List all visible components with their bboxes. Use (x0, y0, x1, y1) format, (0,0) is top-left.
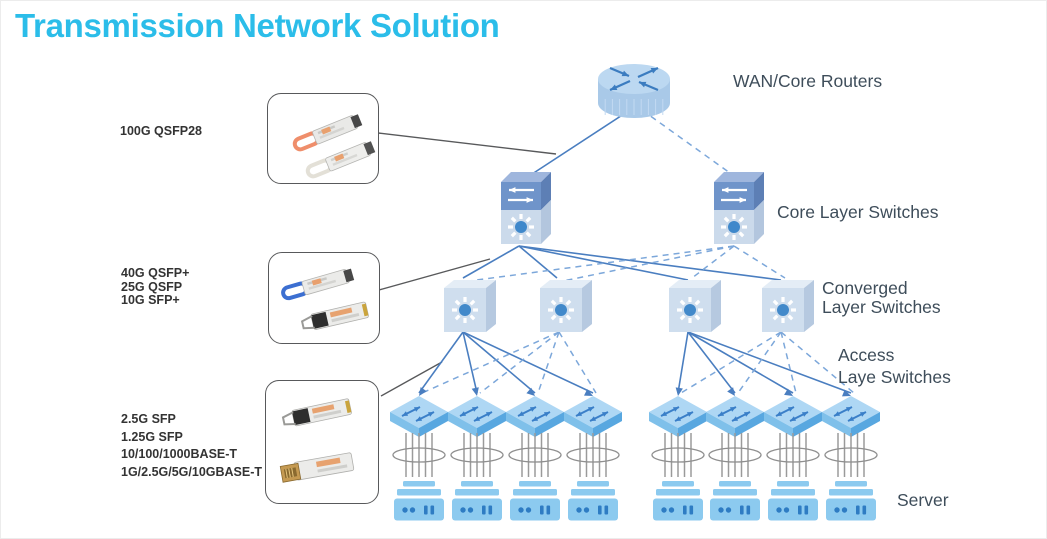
access-layer-switches-label: Access Laye Switches (838, 344, 951, 388)
qsfp28-transceivers-image (292, 114, 376, 179)
access-label-line2: Laye Switches (838, 367, 951, 387)
core-switch-icon (714, 172, 764, 244)
converged-switch-icon (762, 280, 814, 332)
access-switch-icon (822, 396, 880, 437)
server-icon (510, 481, 560, 521)
module-label: 1.25G SFP (121, 429, 183, 444)
module-labels-40g: 40G QSFP+ 25G QSFP 10G SFP+ (121, 266, 190, 308)
server-icon (568, 481, 618, 521)
access-switch-icon (564, 396, 622, 437)
module-box-100g-qsfp28 (267, 93, 379, 184)
cable-bundle-icon (766, 433, 820, 477)
cable-bundle-icon (708, 433, 762, 477)
server-icon (768, 481, 818, 521)
wan-core-routers-label: WAN/Core Routers (733, 72, 882, 91)
module-label: 10G SFP+ (121, 293, 180, 307)
access-switch-icon (390, 396, 448, 437)
cable-bundle-icon (508, 433, 562, 477)
access-switch-icon (764, 396, 822, 437)
qsfp-sfp-transceivers-image (281, 268, 369, 330)
server-label: Server (897, 491, 949, 510)
module-label: 25G QSFP (121, 279, 183, 294)
server-icon (710, 481, 760, 521)
server-text: Server (897, 490, 949, 510)
wan-core-router-icon (598, 64, 670, 118)
server-icon (394, 481, 444, 521)
access-switch-icon (506, 396, 564, 437)
module-labels-100g: 100G QSFP28 (120, 124, 202, 139)
core-layer-switches-label: Core Layer Switches (777, 203, 938, 222)
page-title: Transmission Network Solution (15, 7, 500, 44)
server-icon (826, 481, 876, 521)
cable-bundle-icon (824, 433, 878, 477)
converged-switch-icon (444, 280, 496, 332)
module-box-40g-25g-10g (268, 252, 380, 344)
server-icon (452, 481, 502, 521)
module-label: 10/100/1000BASE-T (121, 447, 238, 461)
core-layer-switches-text: Core Layer Switches (777, 202, 939, 222)
wan-core-routers-text: WAN/Core Routers (733, 71, 883, 91)
module-labels-copper: 2.5G SFP 1.25G SFP 10/100/1000BASE-T 1G/… (121, 411, 262, 481)
module-box-sfp-copper (265, 380, 379, 504)
converged-label-line1: Converged (822, 278, 908, 298)
access-switch-icon (706, 396, 764, 437)
access-label-line1: Access (838, 345, 895, 365)
cable-bundle-icon (651, 433, 705, 477)
module-label: 1G/2.5G/5G/10GBASE-T (121, 464, 263, 479)
connection-lines (377, 109, 855, 397)
converged-switch-icon (669, 280, 721, 332)
access-switch-icon (649, 396, 707, 437)
module-label: 40G QSFP+ (121, 266, 190, 280)
module-label: 100G QSFP28 (120, 124, 202, 138)
cable-bundle-icon (450, 433, 504, 477)
module-label: 2.5G SFP (121, 412, 176, 426)
converged-switch-icon (540, 280, 592, 332)
cable-bundle-icon (566, 433, 620, 477)
access-switch-icon (448, 396, 506, 437)
server-icon (653, 481, 703, 521)
cable-bundle-icon (392, 433, 446, 477)
sfp-copper-transceivers-image (279, 398, 355, 483)
core-switch-icon (501, 172, 551, 244)
converged-layer-switches-label: Converged Layer Switches (822, 279, 941, 317)
converged-label-line2: Layer Switches (822, 297, 941, 317)
